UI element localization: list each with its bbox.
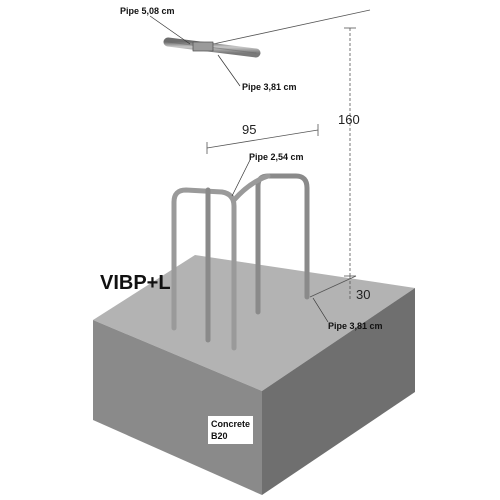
concrete-label-line1: Concrete — [211, 419, 251, 429]
height-dimension-label: 160 — [338, 112, 360, 127]
handle-collar — [192, 41, 214, 52]
base-pipe-label: Pipe 3,81 cm — [328, 321, 383, 331]
product-title: VIBP+L — [100, 272, 171, 294]
concrete-left-face — [93, 320, 262, 495]
width-dimension-label: 95 — [242, 122, 257, 137]
cross-connector-pipe — [231, 173, 271, 203]
handle-pipe-label: Pipe 5,08 cm — [120, 6, 175, 16]
dimension-lines — [203, 9, 371, 300]
depth-ref-line — [309, 275, 357, 298]
top-dimension-line — [203, 9, 371, 47]
depth-dimension-label: 30 — [356, 287, 371, 302]
frame-pipe-label: Pipe 2,54 cm — [249, 152, 304, 162]
handle-leader — [149, 15, 191, 45]
concrete-right-face — [262, 288, 415, 495]
pipe-frame — [163, 37, 310, 351]
base-leader — [312, 297, 329, 323]
stem-pipe-label: Pipe 3,81 cm — [242, 82, 297, 92]
concrete-label-line2: B20 — [211, 431, 228, 441]
width-dimension-line — [206, 129, 319, 149]
frame-leader — [231, 159, 251, 197]
leader-lines — [149, 15, 329, 323]
concrete-label: Concrete B20 — [208, 416, 254, 444]
stem-leader — [217, 54, 241, 87]
